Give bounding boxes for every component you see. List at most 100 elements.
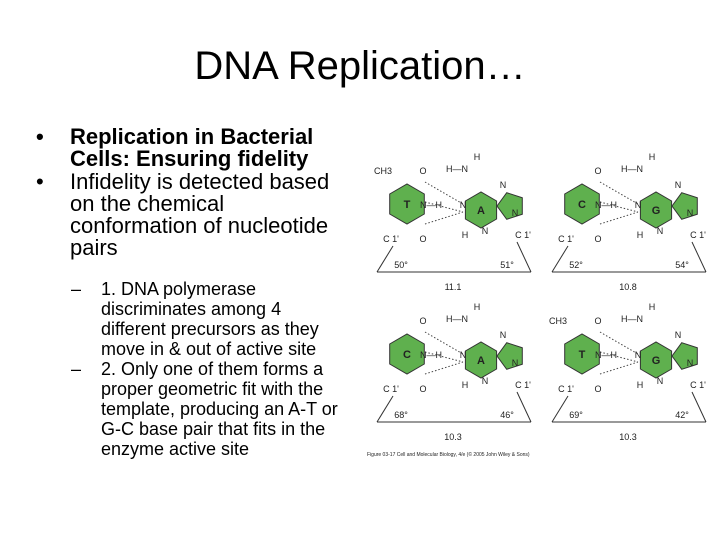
imino-label: N—H: [420, 350, 442, 360]
figure-caption: Figure 03-17 Cell and Molecular Biology,…: [367, 451, 530, 458]
amine-label: H—N: [621, 314, 643, 324]
purine-six-ring: [464, 191, 498, 229]
sub-bullet-line: proper geometric fit with the: [101, 379, 324, 399]
purine-letter: A: [477, 355, 485, 367]
nitrogen-label: N: [635, 350, 642, 360]
slide-title: DNA Replication…: [194, 44, 526, 88]
bullet-line: pairs: [70, 235, 118, 260]
oxygen-label: O: [419, 166, 426, 176]
purine-five-ring: [496, 192, 523, 220]
nitrogen-label: N: [482, 226, 489, 236]
bullet-line: Cells: Ensuring fidelity: [70, 146, 309, 171]
c1-right-label: C 1': [515, 380, 531, 390]
hbond-bottom: [599, 361, 639, 375]
distance-label: 11.1: [445, 282, 462, 292]
glycosidic-bond-right: [691, 241, 707, 273]
c1-left-label: C 1': [383, 384, 399, 394]
amine-label: H—N: [446, 164, 468, 174]
sub-bullet-line: G-C base pair that fits in the: [101, 419, 326, 439]
purine-six-ring: [639, 191, 673, 229]
sub-bullet-line: different precursors as they: [101, 319, 319, 339]
nitrogen-label: N: [460, 200, 467, 210]
c1-right-label: C 1': [690, 380, 706, 390]
hydrogen-label: H: [474, 152, 481, 162]
nitrogen-label: N: [675, 180, 682, 190]
nitrogen-label: N: [657, 376, 664, 386]
nitrogen-label: N: [687, 358, 694, 368]
angle-right-label: 51°: [500, 260, 514, 270]
c1-left-label: C 1': [558, 384, 574, 394]
glycosidic-bond-right: [516, 391, 532, 423]
bullet-line: on the chemical: [70, 191, 225, 216]
angle-right-label: 54°: [675, 260, 689, 270]
sub-bullet-line: discriminates among 4: [101, 299, 282, 319]
oxygen-label: O: [419, 384, 426, 394]
bullet-line: Infidelity is detected based: [70, 169, 330, 194]
pyrimidine-ring: [389, 183, 425, 225]
hbond-middle: [599, 201, 639, 213]
amine-label: H—N: [446, 314, 468, 324]
pyrimidine-letter: T: [579, 349, 586, 361]
purine-letter: A: [477, 205, 485, 217]
purine-five-ring: [496, 342, 523, 370]
purine-five-ring: [671, 342, 698, 370]
oxygen-label: O: [594, 166, 601, 176]
bullet-line: Replication in Bacterial: [70, 124, 314, 149]
glycosidic-bond-left: [551, 245, 569, 273]
nitrogen-label: N: [500, 180, 507, 190]
hbond-top: [424, 181, 464, 205]
hydrogen-label: H: [649, 152, 656, 162]
oxygen-label: O: [594, 234, 601, 244]
hbond-bottom: [424, 361, 464, 375]
bullet-item: Infidelity is detected based on the chem…: [28, 171, 373, 259]
pyrimidine-letter: C: [578, 199, 586, 211]
hbond-middle: [424, 201, 464, 213]
glycosidic-bond-right: [691, 391, 707, 423]
purine-six-ring: [464, 341, 498, 379]
purine-letter: G: [652, 355, 661, 367]
hbond-bottom: [424, 211, 464, 225]
bullet-list: Replication in Bacterial Cells: Ensuring…: [28, 124, 373, 460]
hydrogen-label: H: [462, 380, 469, 390]
pyrimidine-letter: T: [404, 199, 411, 211]
nitrogen-label: N: [500, 330, 507, 340]
nitrogen-label: N: [482, 376, 489, 386]
hbond-top: [599, 181, 639, 205]
hydrogen-label: H: [637, 230, 644, 240]
angle-right-label: 46°: [500, 410, 514, 420]
sub-bullet-line: template, producing an A-T or: [101, 399, 338, 419]
glycosidic-bond-right: [516, 241, 532, 273]
sub-bullet-line: 2. Only one of them forms a: [101, 359, 324, 379]
oxygen-label: O: [594, 316, 601, 326]
nitrogen-label: N: [657, 226, 664, 236]
amine-label: H—N: [621, 164, 643, 174]
sub-bullet-line: 1. DNA polymerase: [101, 279, 257, 299]
sub-bullet-line: move in & out of active site: [101, 339, 317, 359]
nitrogen-label: N: [512, 208, 519, 218]
c1-left-label: C 1': [558, 234, 574, 244]
c1-right-label: C 1': [515, 230, 531, 240]
distance-label: 10.3: [619, 432, 637, 442]
angle-right-label: 42°: [675, 410, 689, 420]
purine-six-ring: [639, 341, 673, 379]
hydrogen-label: H: [474, 302, 481, 312]
methyl-label: CH3: [374, 166, 392, 176]
imino-label: N—H: [595, 200, 617, 210]
pyrimidine-ring: [564, 183, 600, 225]
nitrogen-label: N: [460, 350, 467, 360]
pyrimidine-ring: [389, 333, 425, 375]
sub-bullet-line: enzyme active site: [101, 439, 250, 459]
hydrogen-label: H: [462, 230, 469, 240]
hydrogen-label: H: [649, 302, 656, 312]
hbond-middle: [424, 351, 464, 363]
sub-bullet-item: 2. Only one of them forms a proper geome…: [71, 359, 373, 459]
bullet-line: conformation of nucleotide: [70, 213, 329, 238]
oxygen-label: O: [594, 384, 601, 394]
hbond-top: [424, 331, 464, 355]
imino-label: N—H: [595, 350, 617, 360]
pyrimidine-ring: [564, 333, 600, 375]
